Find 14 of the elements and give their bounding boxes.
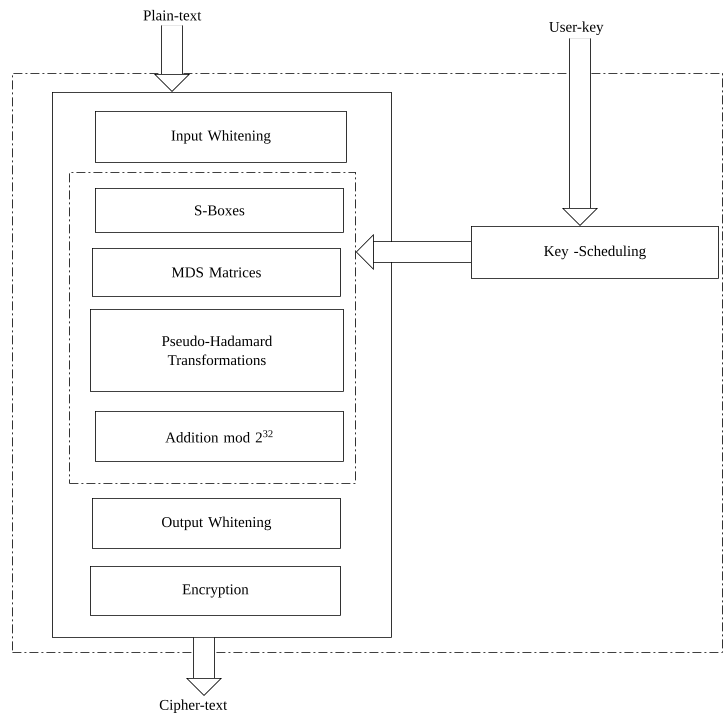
output-label: Cipher-text (160, 699, 228, 713)
process-box: Pseudo-Hadamard Transformations (90, 309, 344, 392)
process-box: Encryption (90, 566, 341, 616)
process-box: Output Whitening (92, 498, 341, 549)
process-box: Key -Scheduling (471, 226, 719, 279)
group-frame (12, 73, 723, 653)
process-box: MDS Matrices (92, 248, 341, 297)
group-frame (69, 172, 356, 484)
input-label: User-key (549, 21, 604, 36)
process-box: Addition mod 2$^{32}$ (95, 411, 344, 462)
process-box: Input Whitening (95, 111, 347, 163)
input-label: Plain-text (143, 10, 202, 20)
process-box: S-Boxes (95, 188, 344, 233)
process-frame (52, 92, 392, 638)
